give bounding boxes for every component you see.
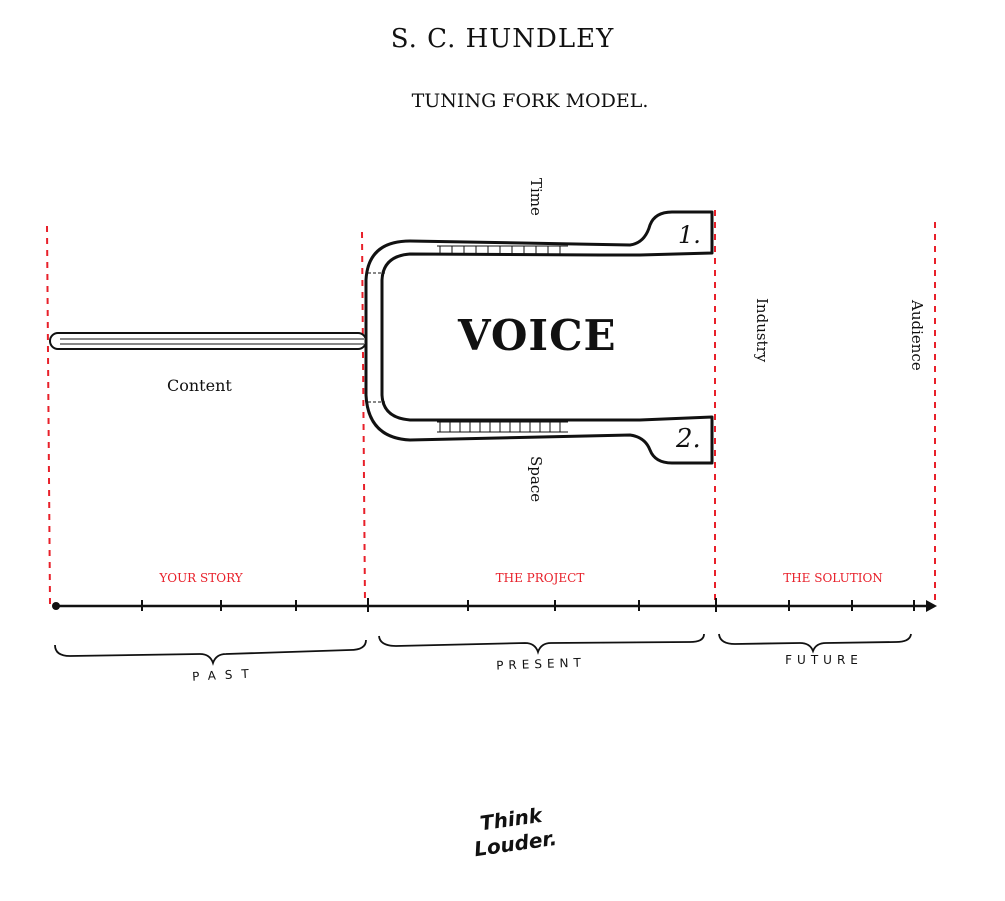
page-title: S. C. HUNDLEY: [390, 24, 615, 54]
label-audience: Audience: [908, 299, 926, 371]
section-label-your-story: YOUR STORY: [158, 571, 243, 585]
label-content: Content: [167, 376, 232, 395]
think-louder-logo: Think Louder.: [473, 803, 559, 862]
period-label-future: FUTURE: [785, 653, 863, 667]
page-subtitle: TUNING FORK MODEL.: [411, 90, 649, 112]
section-dividers: [46, 210, 936, 606]
top-ruler-ticks: [437, 245, 568, 255]
brace-future: [718, 633, 912, 654]
divider-line: [361, 231, 366, 605]
section-label-the-project: THE PROJECT: [496, 571, 585, 585]
fork-handle: [49, 332, 367, 350]
fork-joint-marks: [368, 272, 385, 403]
period-label-present: PRESENT: [496, 655, 586, 672]
label-space: Space: [527, 456, 545, 502]
bottom-ruler-ticks: [437, 421, 568, 433]
period-label-past: PAST: [192, 666, 258, 683]
timeline-axis: [52, 598, 937, 612]
label-industry: Industry: [753, 298, 771, 363]
prong-number-1: 1.: [678, 221, 701, 249]
divider-line: [46, 225, 51, 605]
brace-past: [54, 639, 367, 666]
fork-body: [364, 210, 714, 465]
voice-label: VOICE: [457, 311, 617, 360]
prong-number-2: 2.: [675, 424, 701, 454]
section-label-the-solution: THE SOLUTION: [783, 571, 883, 585]
period-braces: [54, 633, 912, 666]
label-time: Time: [527, 178, 545, 216]
brace-present: [378, 633, 705, 655]
